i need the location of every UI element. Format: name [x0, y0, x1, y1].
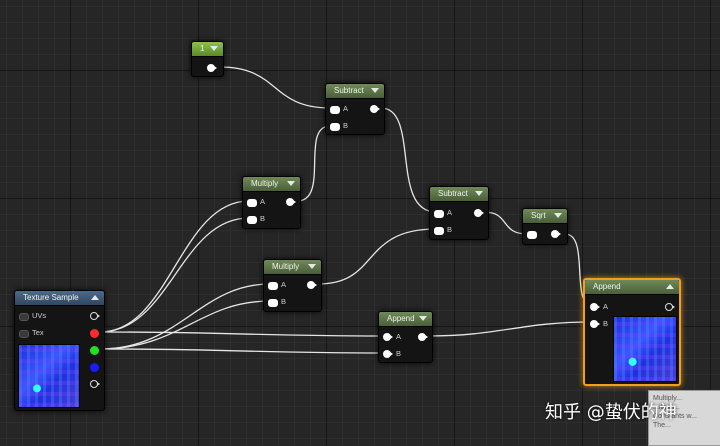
collapse-arrow-icon[interactable] [210, 46, 218, 51]
multiply-node-2-header[interactable]: Multiply [264, 260, 321, 275]
tooltip-line: Constants w... [653, 413, 697, 420]
pin-label: A [281, 280, 287, 289]
append-node-2[interactable]: Append A B [583, 278, 681, 386]
append-node-1-header[interactable]: Append [379, 312, 432, 327]
multiply2-pin-a[interactable] [268, 282, 278, 290]
sqrt-output-pin[interactable] [551, 230, 561, 238]
collapse-arrow-icon[interactable] [419, 316, 427, 321]
subtract-node-2[interactable]: Subtract A B [429, 186, 489, 240]
tex-input-pin[interactable] [19, 330, 29, 338]
pin-label: A [447, 208, 453, 217]
wire-subtract2-to-sqrt [483, 211, 528, 235]
pin-label: B [281, 297, 287, 306]
node-title: Subtract [334, 86, 364, 95]
multiply2-output-pin[interactable] [307, 281, 317, 289]
wire-tex-g-to-append1-b [99, 348, 384, 354]
tooltip-line: ...ith m... [653, 404, 680, 411]
wire-tex-r-to-multiply1-b [99, 217, 250, 333]
pin-label: A [396, 332, 402, 341]
alpha-output-pin[interactable] [90, 380, 100, 388]
wire-append1-to-append2 [427, 321, 593, 337]
texture-sample-header[interactable]: Texture Sample [15, 291, 104, 306]
append1-output-pin[interactable] [418, 333, 428, 341]
tooltip-line: The... [653, 422, 671, 429]
sqrt-input-pin[interactable] [527, 231, 537, 239]
node-title: Append [593, 282, 621, 291]
pin-label: B [343, 121, 349, 130]
multiply2-pin-b[interactable] [268, 299, 278, 307]
collapse-arrow-icon[interactable] [308, 264, 316, 269]
append2-output-pin[interactable] [665, 303, 675, 311]
wire-tex-g-to-multiply2-b [99, 300, 271, 350]
node-title: Multiply [272, 262, 300, 271]
pin-label: Tex [32, 328, 44, 337]
append-preview [613, 316, 677, 382]
collapse-arrow-icon[interactable] [91, 295, 99, 300]
subtract-node-1-header[interactable]: Subtract [326, 84, 384, 99]
wire-subtract1-to-subtract2 [380, 107, 437, 213]
node-title: Multiply [251, 179, 279, 188]
pin-label: B [447, 225, 453, 234]
multiply-node-2[interactable]: Multiply A B [263, 259, 322, 312]
collapse-arrow-icon[interactable] [666, 284, 674, 289]
red-channel-pin[interactable] [90, 329, 99, 338]
texture-sample-node[interactable]: Texture Sample UVs Tex [14, 290, 105, 411]
pin-label: UVs [32, 311, 47, 320]
pin-label: A [343, 104, 349, 113]
multiply1-pin-b[interactable] [247, 216, 257, 224]
wire-tex-g-to-multiply2-a [99, 283, 271, 350]
subtract1-pin-b[interactable] [330, 123, 340, 131]
wire-tex-r-to-append1-a [99, 331, 384, 337]
subtract2-pin-a[interactable] [434, 210, 444, 218]
collapse-arrow-icon[interactable] [287, 181, 295, 186]
append1-pin-a[interactable] [383, 333, 393, 341]
node-title: Sqrt [531, 211, 546, 220]
rgb-output-pin[interactable] [90, 312, 100, 320]
tooltip-line: Multiply... [653, 395, 683, 402]
node-title: Append [387, 314, 415, 323]
constant-node[interactable]: 1 [191, 41, 224, 77]
watermark: 知乎 @蛰伏的神 [545, 402, 677, 423]
wire-tex-r-to-multiply1-a [99, 200, 250, 333]
multiply1-pin-a[interactable] [247, 199, 257, 207]
node-title: Subtract [438, 189, 468, 198]
wire-const-to-subtract1 [219, 66, 331, 109]
constant-value: 1 [200, 44, 205, 53]
wire-multiply1-to-subtract1 [296, 125, 331, 202]
collapse-arrow-icon[interactable] [554, 213, 562, 218]
blue-channel-pin[interactable] [90, 363, 99, 372]
append-node-1[interactable]: Append A B [378, 311, 433, 363]
pin-label: B [603, 319, 609, 328]
subtract-node-1[interactable]: Subtract A B [325, 83, 385, 135]
append2-pin-a[interactable] [590, 303, 600, 311]
append2-pin-b[interactable] [590, 320, 600, 328]
wire-multiply2-to-subtract2 [317, 228, 437, 285]
sqrt-node-header[interactable]: Sqrt [523, 209, 567, 224]
subtract2-pin-b[interactable] [434, 227, 444, 235]
multiply-node-1-header[interactable]: Multiply [243, 177, 300, 192]
constant-output-pin[interactable] [207, 64, 217, 72]
green-channel-pin[interactable] [90, 346, 99, 355]
multiply-node-1[interactable]: Multiply A B [242, 176, 301, 229]
texture-preview [18, 344, 80, 408]
collapse-arrow-icon[interactable] [475, 191, 483, 196]
constant-node-header[interactable]: 1 [192, 42, 223, 57]
sqrt-node[interactable]: Sqrt [522, 208, 568, 245]
pin-label: A [603, 302, 609, 311]
pin-label: B [396, 349, 402, 358]
pin-label: A [260, 197, 266, 206]
node-title: Texture Sample [23, 293, 79, 302]
subtract1-pin-a[interactable] [330, 106, 340, 114]
subtract-node-2-header[interactable]: Subtract [430, 187, 488, 202]
multiply1-output-pin[interactable] [286, 198, 296, 206]
subtract2-output-pin[interactable] [474, 209, 484, 217]
pin-label: B [260, 214, 266, 223]
append-node-2-header[interactable]: Append [585, 280, 679, 295]
append1-pin-b[interactable] [383, 350, 393, 358]
uvs-input-pin[interactable] [19, 313, 29, 321]
subtract1-output-pin[interactable] [370, 105, 380, 113]
collapse-arrow-icon[interactable] [371, 88, 379, 93]
